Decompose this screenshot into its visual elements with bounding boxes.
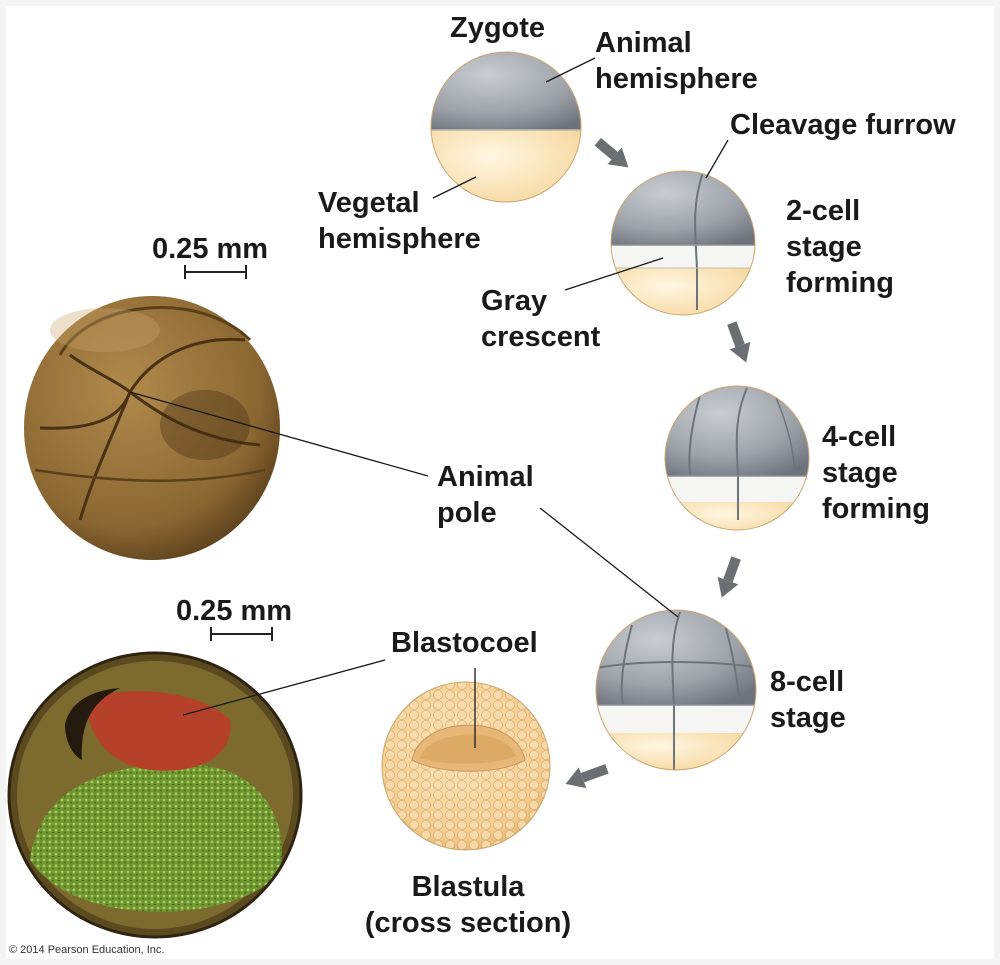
label-eight-cell-1: 8-cell <box>770 666 844 698</box>
label-vegetal-hemisphere-1: Vegetal <box>318 187 420 219</box>
label-scale-top: 0.25 mm <box>152 233 268 265</box>
labels: Zygote Animal hemisphere Vegetal hemisph… <box>9 12 956 956</box>
scale-bar-top <box>184 265 247 279</box>
eight-cell-micrograph <box>24 296 280 560</box>
label-animal-pole-1: Animal <box>437 461 534 493</box>
label-cleavage-furrow: Cleavage furrow <box>730 109 956 141</box>
label-vegetal-hemisphere-2: hemisphere <box>318 223 481 255</box>
label-two-cell-2: stage <box>786 231 862 263</box>
eight-cell-sphere <box>595 609 757 771</box>
leader-animal-pole-micrograph <box>129 391 429 477</box>
label-gray-crescent-1: Gray <box>481 285 547 317</box>
blastula-micrograph <box>7 651 303 939</box>
label-blastula-1: Blastula <box>412 871 526 903</box>
label-four-cell-2: stage <box>822 457 898 489</box>
label-blastocoel: Blastocoel <box>391 627 538 659</box>
leader-blastocoel-micrograph <box>182 659 386 716</box>
copyright-notice: © 2014 Pearson Education, Inc. <box>9 944 164 956</box>
label-animal-hemisphere-1: Animal <box>595 27 692 59</box>
arrow-8cell-to-blastula <box>565 764 609 789</box>
two-cell-sphere <box>610 170 756 316</box>
label-zygote: Zygote <box>450 12 545 44</box>
label-animal-pole-2: pole <box>437 497 497 529</box>
leader-lines <box>129 57 729 748</box>
zygote-sphere <box>430 51 582 203</box>
leader-animal-pole-diagram <box>539 507 679 618</box>
leader-vegetal-hemisphere <box>432 176 477 199</box>
arrow-zygote-to-2cell <box>594 137 629 168</box>
leader-animal-hemisphere <box>545 57 596 83</box>
label-two-cell-3: forming <box>786 267 894 299</box>
four-cell-sphere <box>664 385 810 531</box>
label-animal-hemisphere-2: hemisphere <box>595 63 758 95</box>
label-two-cell-1: 2-cell <box>786 195 860 227</box>
label-scale-bottom: 0.25 mm <box>176 595 292 627</box>
scale-bar-bottom <box>210 627 273 641</box>
label-four-cell-1: 4-cell <box>822 421 896 453</box>
arrow-2cell-to-4cell <box>727 321 751 363</box>
label-eight-cell-2: stage <box>770 702 846 734</box>
leader-gray-crescent <box>564 257 664 291</box>
label-four-cell-3: forming <box>822 493 930 525</box>
leader-cleavage-furrow <box>705 139 729 179</box>
label-blastula-2: (cross section) <box>365 907 571 939</box>
label-gray-crescent-2: crescent <box>481 321 601 353</box>
blastula-sphere <box>381 681 551 851</box>
arrow-4cell-to-8cell <box>717 556 741 598</box>
progression-arrows <box>565 137 751 789</box>
